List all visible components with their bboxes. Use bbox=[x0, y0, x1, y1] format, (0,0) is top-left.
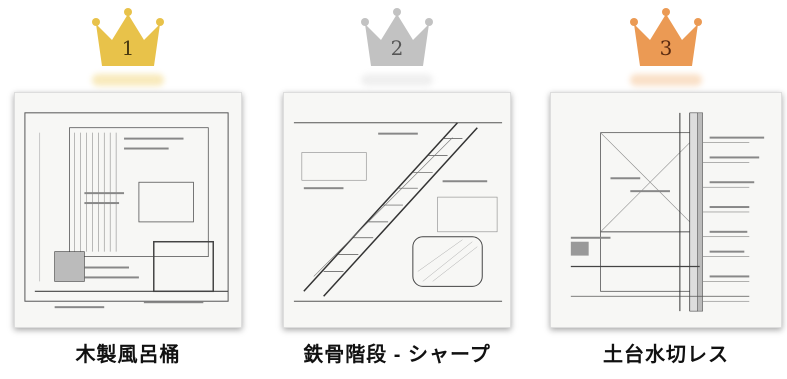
gold-crown-icon: 1 bbox=[90, 2, 166, 72]
bronze-crown-icon: 3 bbox=[628, 2, 704, 72]
crown-glow bbox=[361, 74, 433, 86]
drawing-thumbnail[interactable] bbox=[283, 92, 511, 328]
ranking-card-2[interactable]: 2 bbox=[277, 0, 517, 379]
ranking-title[interactable]: 土台水切レス bbox=[603, 344, 729, 366]
crown-glow bbox=[630, 74, 702, 86]
crown-glow bbox=[92, 74, 164, 86]
ranking-title[interactable]: 木製風呂桶 bbox=[75, 344, 181, 366]
drawing-thumbnail[interactable] bbox=[14, 92, 242, 328]
silver-crown-icon: 2 bbox=[359, 2, 435, 72]
ranking-card-3[interactable]: 3 bbox=[546, 0, 786, 379]
drawing-thumbnail[interactable] bbox=[550, 92, 782, 328]
rank-number: 2 bbox=[390, 36, 404, 60]
ranking-card-1[interactable]: 1 木製風呂桶 bbox=[8, 0, 248, 379]
rank-number: 1 bbox=[121, 36, 135, 60]
ranking-title[interactable]: 鉄骨階段 - シャープ bbox=[303, 344, 491, 366]
rank-number: 3 bbox=[659, 36, 673, 60]
